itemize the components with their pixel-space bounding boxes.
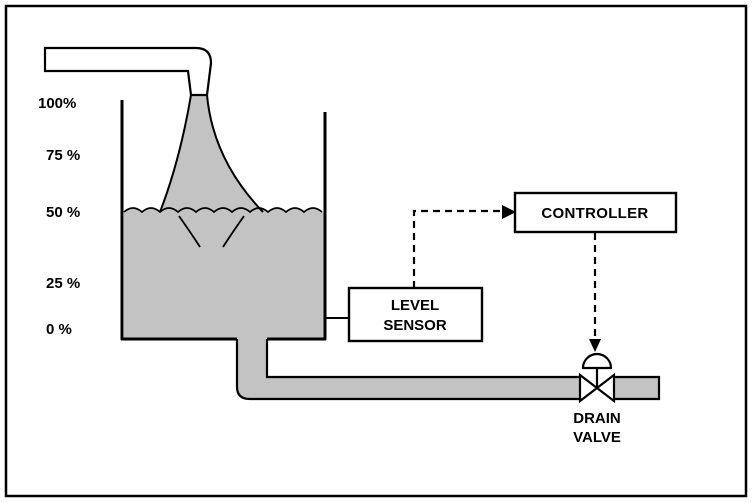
water-surface-wave [123,207,323,214]
valve-actuator-dome [581,352,613,370]
drain-pipe-fill [237,339,659,399]
drain-valve-label-line2: VALVE [573,429,621,446]
valve-body-left [578,372,599,404]
arrowhead-into-controller [502,205,516,219]
tank-walls [120,100,327,341]
tank-water [124,208,325,339]
scale-label-25: 25 % [46,275,80,292]
scale-label-50: 50 % [46,204,80,221]
controller-box [513,191,678,234]
underwater-stream-right-line [222,215,245,248]
level-sensor-label-line1: LEVEL [391,297,439,314]
inlet-pipe [43,46,213,97]
sensor-to-controller-signal [412,209,502,288]
scale-label-0: 0 % [46,321,72,338]
inflow-stream-left-edge [159,94,192,213]
arrowhead-into-valve [589,339,601,352]
controller-label: CONTROLLER [541,205,648,222]
diagram-border [4,4,748,498]
valve-body-right [595,372,616,404]
underwater-stream-left-line [178,215,201,248]
drain-valve-label-line1: DRAIN [573,410,621,427]
drain-pipe-outline [235,339,661,401]
level-sensor-label-line2: SENSOR [383,317,447,334]
scale-label-75: 75 % [46,147,80,164]
inflow-stream-right-edge [206,94,264,213]
scale-label-100: 100% [38,95,76,112]
level-sensor-box [347,286,484,343]
